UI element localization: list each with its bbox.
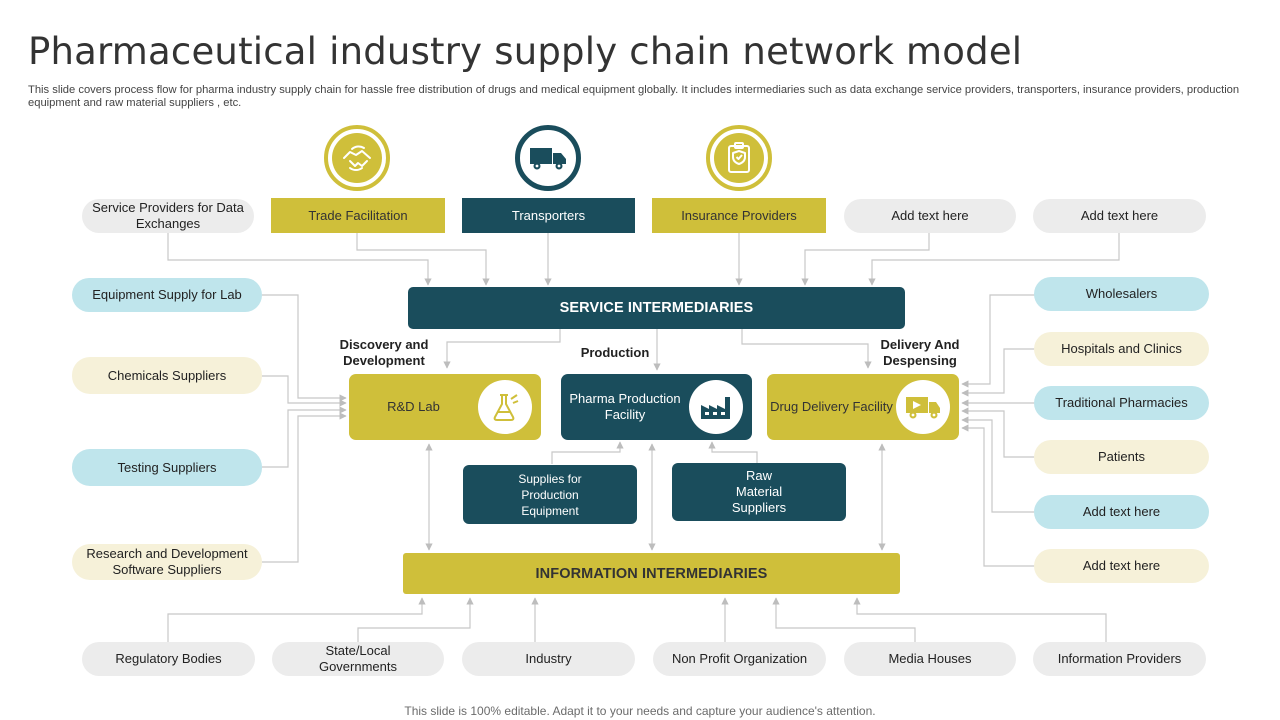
add-text-pill-top-1: Add text here xyxy=(844,199,1016,233)
transporters-badge xyxy=(515,125,581,191)
testing-suppliers-pill: Testing Suppliers xyxy=(72,449,262,486)
industry-pill: Industry xyxy=(462,642,635,676)
add-text-pill-right-1: Add text here xyxy=(1034,495,1209,529)
traditional-pharmacies-pill: Traditional Pharmacies xyxy=(1034,386,1209,420)
add-text-pill-right-2: Add text here xyxy=(1034,549,1209,583)
regulatory-bodies-pill: Regulatory Bodies xyxy=(82,642,255,676)
page-subtitle: This slide covers process flow for pharm… xyxy=(28,84,1240,109)
non-profit-pill: Non Profit Organization xyxy=(653,642,826,676)
raw-material-suppliers-box: Raw Material Suppliers xyxy=(672,463,846,521)
delivery-truck-icon xyxy=(896,380,950,434)
information-intermediaries-band: INFORMATION INTERMEDIARIES xyxy=(403,553,900,594)
drug-delivery-label: Drug Delivery Facility xyxy=(770,399,893,414)
media-houses-pill: Media Houses xyxy=(844,642,1016,676)
trade-facilitation-badge xyxy=(324,125,390,191)
pharma-facility-box: Pharma Production Facility xyxy=(561,374,752,440)
hospitals-clinics-pill: Hospitals and Clinics xyxy=(1034,332,1209,366)
patients-pill: Patients xyxy=(1034,440,1209,474)
factory-icon xyxy=(689,380,743,434)
stage-delivery-label: Delivery And Despensing xyxy=(880,337,960,368)
equipment-supply-pill: Equipment Supply for Lab xyxy=(72,278,262,312)
wholesalers-pill: Wholesalers xyxy=(1034,277,1209,311)
pharma-facility-label: Pharma Production Facility xyxy=(569,391,681,422)
clipboard-shield-icon xyxy=(714,133,764,183)
service-intermediaries-band: SERVICE INTERMEDIARIES xyxy=(408,287,905,329)
production-equipment-supplies-box: Supplies for Production Equipment xyxy=(463,465,637,524)
footer-note: This slide is 100% editable. Adapt it to… xyxy=(404,704,876,718)
add-text-pill-top-2: Add text here xyxy=(1033,199,1206,233)
page-title: Pharmaceutical industry supply chain net… xyxy=(28,30,1023,73)
service-providers-pill: Service Providers for Data Exchanges xyxy=(82,199,254,233)
stage-production-label: Production xyxy=(580,345,650,360)
governments-pill: State/Local Governments xyxy=(272,642,444,676)
rnd-lab-box: R&D Lab xyxy=(349,374,541,440)
information-providers-pill: Information Providers xyxy=(1033,642,1206,676)
flask-icon xyxy=(478,380,532,434)
drug-delivery-box: Drug Delivery Facility xyxy=(767,374,959,440)
trade-facilitation-label: Trade Facilitation xyxy=(271,198,445,233)
truck-icon xyxy=(523,133,573,183)
stage-discovery-label: Discovery and Development xyxy=(339,337,429,368)
transporters-label: Transporters xyxy=(462,198,635,233)
handshake-icon xyxy=(332,133,382,183)
rnd-lab-label: R&D Lab xyxy=(387,399,440,414)
chemicals-suppliers-pill: Chemicals Suppliers xyxy=(72,357,262,394)
rnd-software-suppliers-pill: Research and Development Software Suppli… xyxy=(72,544,262,580)
insurance-badge xyxy=(706,125,772,191)
insurance-providers-label: Insurance Providers xyxy=(652,198,826,233)
